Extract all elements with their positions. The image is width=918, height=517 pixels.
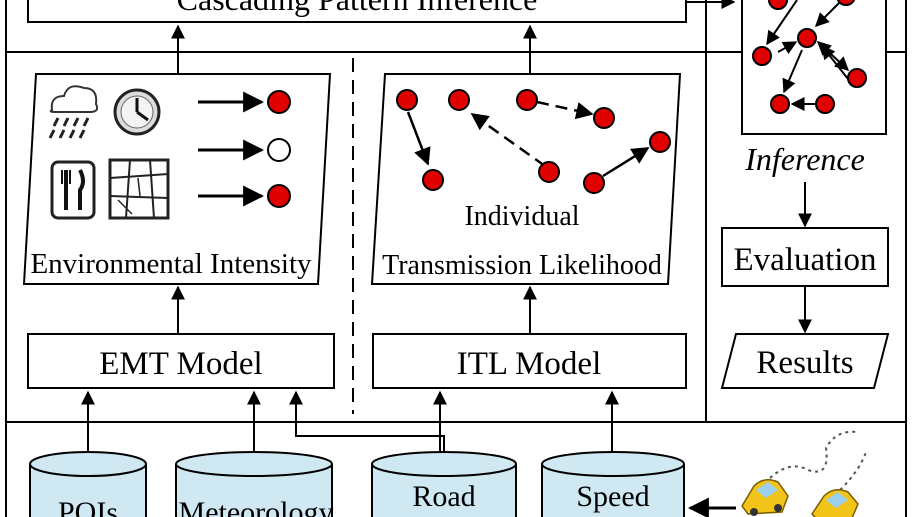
- map-icon: [108, 158, 170, 220]
- transmission-likelihood-panel: Individual Transmission Likelihood: [370, 73, 682, 285]
- transmission-edge: [602, 146, 650, 178]
- transmission-edge: [406, 111, 431, 166]
- itl-model-label: ITL Model: [457, 346, 602, 382]
- poi-label: POIs: [58, 496, 118, 517]
- transmission-node: [448, 89, 470, 111]
- environmental-intensity-panel: Environmental Intensity: [22, 73, 332, 285]
- transmission-node: [538, 161, 560, 183]
- transmission-node: [396, 89, 418, 111]
- taxi-trajectory: [839, 451, 867, 491]
- poi-database: POIs: [29, 451, 147, 517]
- transmission-node: [583, 172, 605, 194]
- speed-label: Speed: [576, 480, 649, 513]
- rain-cloud-icon: [48, 85, 99, 139]
- taxi-icon: [811, 489, 859, 517]
- meteorology-label: Meteorology: [179, 496, 334, 517]
- intensity-node-low: [267, 138, 291, 162]
- clock-icon: [113, 88, 161, 136]
- inference-graph: [741, 0, 887, 135]
- evaluation-label: Evaluation: [734, 242, 877, 278]
- results-label: Results: [756, 345, 853, 381]
- intensity-node-high: [267, 90, 291, 114]
- inference-label: Inference: [744, 141, 865, 177]
- data-connections: [81, 390, 619, 452]
- itl-model-box: ITL Model: [372, 333, 687, 389]
- emt-model-label: EMT Model: [99, 346, 262, 382]
- transmission-label-line1: Individual: [464, 201, 579, 232]
- transmission-edge: [470, 112, 546, 168]
- taxi-icon: [741, 479, 789, 516]
- meteorology-database: Meteorology: [175, 451, 334, 517]
- transmission-label-line2: Transmission Likelihood: [382, 250, 662, 281]
- results-box: Results: [720, 333, 890, 389]
- intensity-node-high-2: [267, 184, 291, 208]
- emt-model-box: EMT Model: [27, 333, 335, 389]
- transmission-node: [593, 107, 615, 129]
- transmission-node: [516, 89, 538, 111]
- taxi-trajectory: [769, 430, 857, 479]
- speed-database: Speed: [541, 451, 685, 517]
- cascading-pattern-inference-box: Cascading Pattern Inference: [27, 0, 687, 23]
- top-box-label: Cascading Pattern Inference: [177, 0, 538, 17]
- transmission-edge: [536, 100, 594, 120]
- transmission-node: [422, 169, 444, 191]
- outer-frame: [5, 0, 907, 517]
- road-label: Road: [412, 480, 475, 513]
- environmental-intensity-label: Environmental Intensity: [30, 248, 312, 280]
- fork-knife-icon: [50, 160, 96, 220]
- road-database: Road: [371, 451, 517, 517]
- evaluation-box: Evaluation: [721, 227, 889, 287]
- transmission-node: [649, 131, 671, 153]
